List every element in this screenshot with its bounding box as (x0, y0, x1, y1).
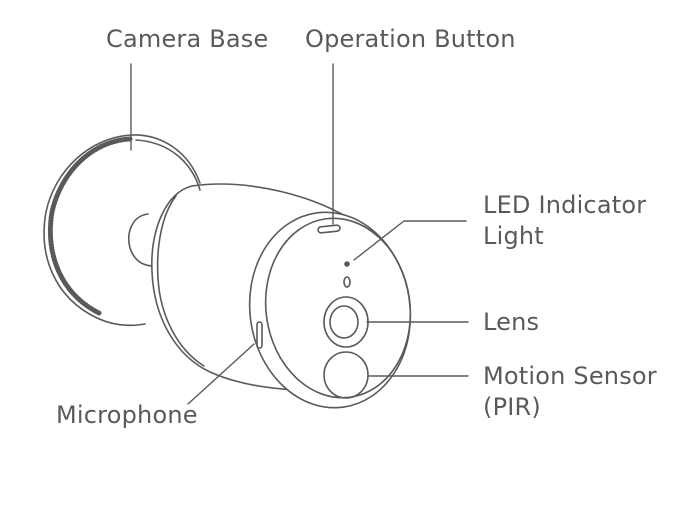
label-lens: Lens (483, 308, 540, 336)
label-led-line1: LED Indicator (483, 191, 647, 219)
label-led-line2: Light (483, 222, 544, 250)
label-microphone: Microphone (56, 401, 198, 429)
camera-body-shape (151, 183, 412, 409)
label-motion-sensor: Motion Sensor (PIR) (483, 361, 657, 423)
label-motion-line2: (PIR) (483, 393, 541, 421)
label-camera-base: Camera Base (106, 25, 269, 53)
label-operation-button: Operation Button (305, 25, 516, 53)
leader-lines (130, 63, 469, 405)
motion-sensor-shape (323, 351, 369, 399)
led-indicator-shape (344, 261, 350, 267)
microphone-shape (256, 321, 263, 349)
operation-button-shape (317, 224, 341, 234)
camera-base-shape (43, 134, 201, 327)
label-motion-line1: Motion Sensor (483, 362, 657, 390)
label-led-indicator: LED Indicator Light (483, 190, 646, 252)
